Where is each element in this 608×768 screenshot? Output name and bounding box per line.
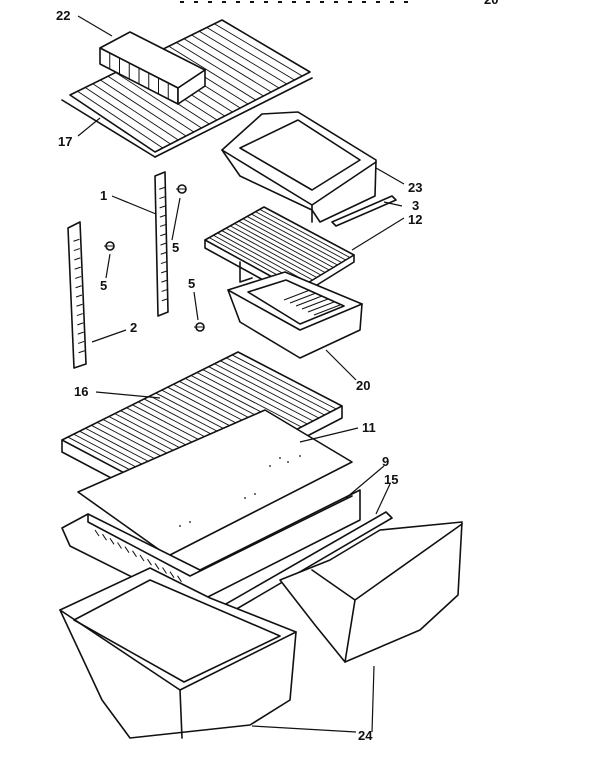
callout-3: 3 — [412, 198, 419, 213]
callout-17: 17 — [58, 134, 72, 149]
callout-24: 24 — [358, 728, 373, 743]
callout-12: 12 — [408, 212, 422, 227]
left-crisper-drawer-part — [59, 567, 297, 739]
glass-dots — [179, 455, 301, 527]
deli-bin-part — [221, 111, 377, 223]
callout-5-lower: 5 — [188, 276, 195, 291]
frame-slots — [94, 529, 182, 583]
small-drawer-ribs — [283, 289, 341, 316]
callout-labels: 22 17 23 3 12 1 5 5 5 2 20 16 11 9 15 24 — [56, 8, 422, 743]
small-crisper-drawer-part — [227, 271, 363, 359]
callout-16: 16 — [74, 384, 88, 399]
utility-bin-cells — [109, 53, 169, 99]
callout-5-left: 5 — [100, 278, 107, 293]
callout-2: 2 — [130, 320, 137, 335]
callout-9: 9 — [382, 454, 389, 469]
glass-cover-part — [77, 409, 353, 557]
callout-15: 15 — [384, 472, 398, 487]
right-crisper-drawer-part — [279, 521, 463, 663]
right-ladder-bracket-part — [154, 171, 169, 317]
screw-part — [104, 184, 205, 332]
left-ladder-bracket-part — [67, 221, 87, 369]
header-mark: 20 — [484, 0, 498, 7]
header-artifacts: 20 — [180, 0, 498, 7]
callout-5-upper: 5 — [172, 240, 179, 255]
left-ladder-slots — [73, 238, 85, 354]
callout-22: 22 — [56, 8, 70, 23]
rail-part — [331, 195, 397, 227]
utility-bin-part — [99, 31, 206, 105]
callout-11: 11 — [362, 420, 376, 435]
callout-1: 1 — [100, 188, 107, 203]
callout-23: 23 — [408, 180, 422, 195]
callout-20: 20 — [356, 378, 370, 393]
leader-lines — [77, 15, 405, 733]
right-ladder-slots — [159, 186, 168, 302]
